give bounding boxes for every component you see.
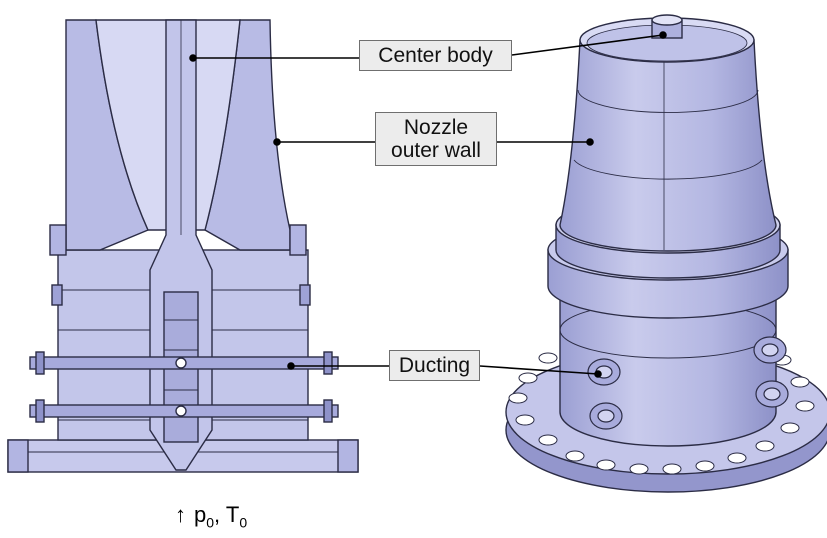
- leader-center-body-right: [511, 34, 664, 56]
- label-nozzle-line2: outer wall: [391, 139, 481, 162]
- inflow-conditions: ↑p0, T0: [175, 502, 247, 530]
- leader-ducting-right: [479, 365, 599, 375]
- leader-lines: [189, 31, 667, 378]
- label-center-body: Center body: [359, 40, 512, 71]
- ducting-ports: [587, 336, 789, 430]
- p-symbol: p: [194, 502, 207, 527]
- t-subscript: 0: [239, 514, 248, 531]
- inflow-arrow-icon: ↑: [175, 502, 186, 527]
- cross-section-view: [7, 19, 359, 473]
- nozzle-outer-wall-3d: [559, 39, 777, 252]
- isometric-view: [505, 14, 827, 493]
- label-ducting: Ducting: [389, 350, 480, 381]
- label-nozzle-outer-wall: Nozzle outer wall: [375, 112, 497, 166]
- flange-bolt-holes: [508, 352, 815, 475]
- p-subscript: 0: [206, 514, 215, 531]
- label-nozzle-line1: Nozzle: [403, 116, 469, 139]
- t-symbol: T: [225, 502, 240, 527]
- flow-separator: ,: [214, 502, 226, 527]
